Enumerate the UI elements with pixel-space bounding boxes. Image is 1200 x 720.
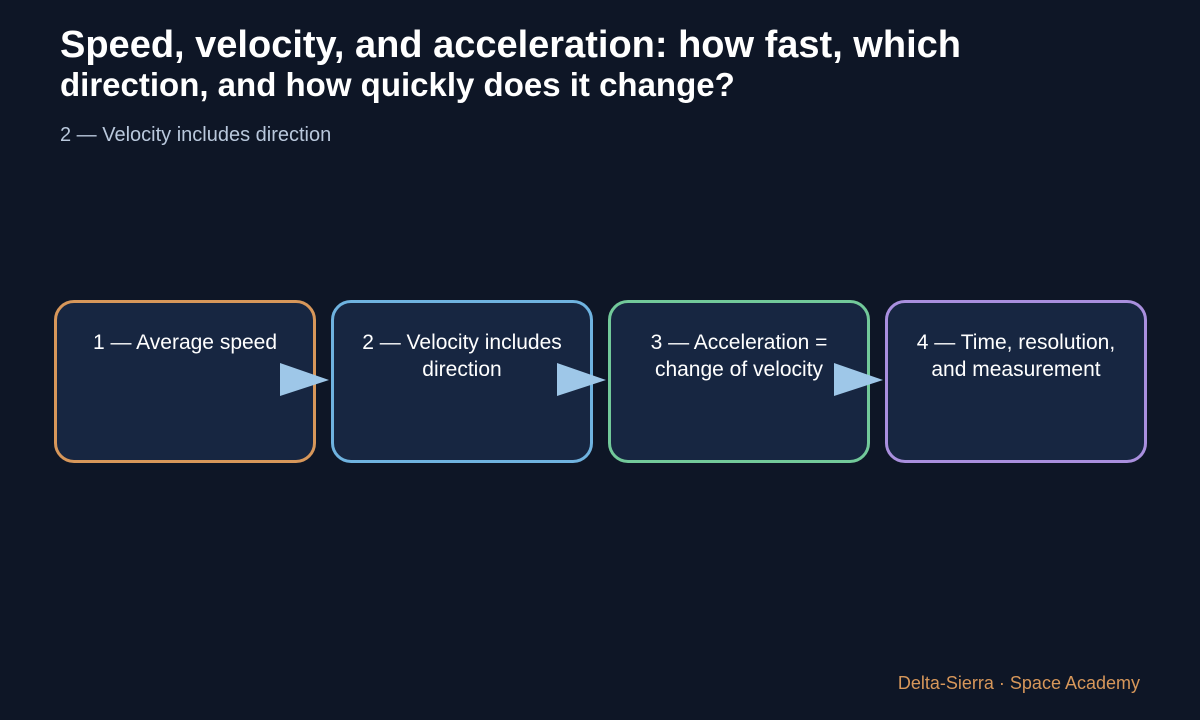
step-label-1: 1 — Average speed: [92, 331, 278, 354]
title-line-1: Speed, velocity, and acceleration: how f…: [60, 24, 961, 66]
step-label-3: 3 — Acceleration = change of velocity: [650, 331, 828, 381]
footer-credit: Delta-Sierra · Space Academy: [897, 673, 1140, 693]
step-box-1: 1 — Average speed: [54, 300, 316, 463]
subtitle: 2 — Velocity includes direction: [60, 124, 332, 146]
step-label-2: 2 — Velocity includes direction: [362, 331, 562, 381]
step-box-2: 2 — Velocity includes direction: [331, 300, 593, 463]
step-box-3: 3 — Acceleration = change of velocity: [608, 300, 870, 463]
step-box-4: 4 — Time, resolution, and measurement: [885, 300, 1147, 463]
step-label-4: 4 — Time, resolution, and measurement: [916, 331, 1116, 381]
page-title: Speed, velocity, and acceleration: how f…: [60, 26, 1140, 101]
title-line-2: direction, and how quickly does it chang…: [60, 66, 735, 103]
